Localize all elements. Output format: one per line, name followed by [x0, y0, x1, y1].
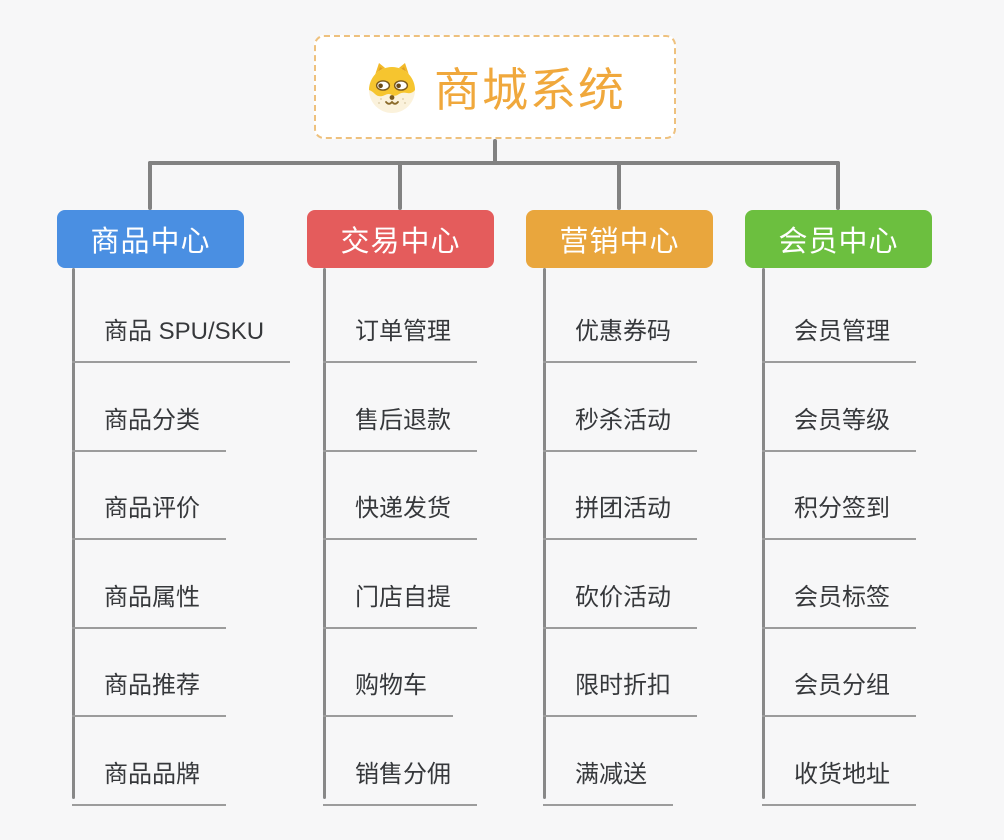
- branch-header-1[interactable]: 商品中心: [57, 210, 244, 268]
- leaf-node[interactable]: 会员标签: [762, 581, 916, 629]
- leaf-node[interactable]: 拼团活动: [543, 492, 697, 540]
- connector-stub: [617, 161, 621, 210]
- dog-icon: [364, 59, 420, 115]
- root-title: 商城系统: [434, 64, 626, 116]
- leaf-node[interactable]: 快递发货: [323, 492, 477, 540]
- leaf-node[interactable]: 售后退款: [323, 404, 477, 452]
- connector-root-vertical: [493, 139, 497, 165]
- leaf-node[interactable]: 门店自提: [323, 581, 477, 629]
- branch-spine: [72, 268, 75, 799]
- leaf-node[interactable]: 销售分佣: [323, 758, 477, 806]
- leaf-node[interactable]: 商品分类: [72, 404, 226, 452]
- root-node[interactable]: 商城系统: [314, 35, 676, 139]
- leaf-node[interactable]: 会员分组: [762, 669, 916, 717]
- leaf-node[interactable]: 商品推荐: [72, 669, 226, 717]
- leaf-node[interactable]: 商品评价: [72, 492, 226, 540]
- branch-header-3[interactable]: 营销中心: [526, 210, 713, 268]
- branch-spine: [762, 268, 765, 799]
- branch-header-2[interactable]: 交易中心: [307, 210, 494, 268]
- leaf-node[interactable]: 会员等级: [762, 404, 916, 452]
- leaf-node[interactable]: 订单管理: [323, 315, 477, 363]
- leaf-node[interactable]: 满减送: [543, 758, 673, 806]
- connector-stub: [836, 161, 840, 210]
- leaf-node[interactable]: 优惠券码: [543, 315, 697, 363]
- leaf-node[interactable]: 限时折扣: [543, 669, 697, 717]
- leaf-node[interactable]: 会员管理: [762, 315, 916, 363]
- branch-spine: [543, 268, 546, 799]
- branch-spine: [323, 268, 326, 799]
- connector-stub: [398, 161, 402, 210]
- leaf-node[interactable]: 砍价活动: [543, 581, 697, 629]
- leaf-node[interactable]: 秒杀活动: [543, 404, 697, 452]
- leaf-node[interactable]: 商品 SPU/SKU: [72, 315, 291, 363]
- leaf-node[interactable]: 商品品牌: [72, 758, 226, 806]
- leaf-node[interactable]: 积分签到: [762, 492, 916, 540]
- connector-stub: [148, 161, 152, 210]
- leaf-node[interactable]: 商品属性: [72, 581, 226, 629]
- leaf-node[interactable]: 收货地址: [762, 758, 916, 806]
- leaf-node[interactable]: 购物车: [323, 669, 453, 717]
- connector-horizontal: [148, 161, 840, 165]
- branch-header-4[interactable]: 会员中心: [745, 210, 932, 268]
